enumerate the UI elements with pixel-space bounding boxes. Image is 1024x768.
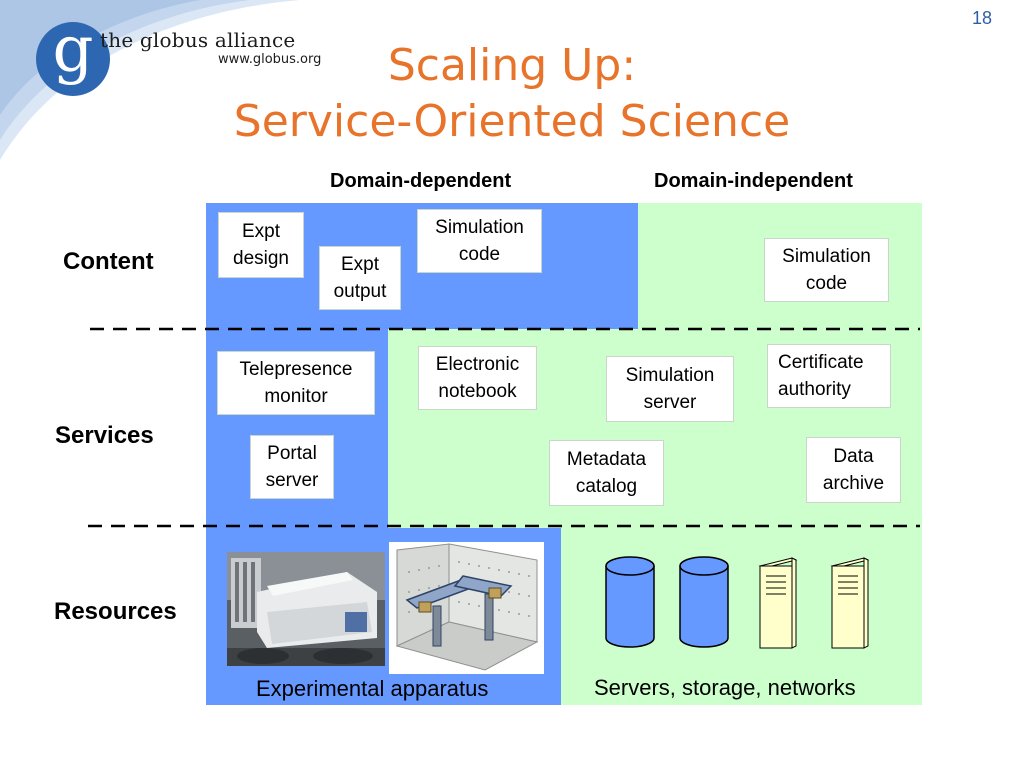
box-line: catalog: [575, 476, 638, 497]
box-expt-output: Expt output: [319, 246, 401, 310]
box-simulation-server: Simulation server: [606, 356, 734, 422]
box-line: notebook: [438, 381, 517, 402]
database-cylinder-icon: [679, 556, 729, 648]
box-line: Expt: [340, 254, 380, 275]
box-expt-design: Expt design: [218, 212, 304, 278]
lab-room-photo: [389, 542, 544, 674]
box-simulation-code-independent: Simulation code: [764, 238, 889, 302]
column-header-domain-independent: Domain-independent: [654, 170, 853, 192]
box-electronic-notebook: Electronic notebook: [418, 346, 537, 410]
database-cylinder-icon: [605, 556, 655, 648]
caption-servers-storage-networks: Servers, storage, networks: [594, 675, 856, 700]
box-line: Simulation: [782, 246, 871, 267]
box-metadata-catalog: Metadata catalog: [549, 440, 664, 506]
box-line: Portal: [267, 443, 317, 464]
server-tower-icon: [758, 557, 798, 649]
box-line: Simulation: [435, 217, 524, 238]
box-simulation-code-dependent: Simulation code: [417, 209, 542, 273]
title-line-2: Service-Oriented Science: [233, 96, 791, 147]
box-certificate-authority: Certificate authority: [767, 344, 891, 408]
slide-number: 18: [972, 8, 993, 28]
org-url: www.globus.org: [218, 52, 322, 67]
box-line: Simulation: [625, 365, 715, 386]
box-line: authority: [778, 379, 851, 400]
caption-experimental-apparatus: Experimental apparatus: [256, 676, 489, 701]
box-line: Certificate: [778, 352, 864, 373]
column-header-domain-dependent: Domain-dependent: [330, 170, 512, 192]
box-telepresence-monitor: Telepresence monitor: [217, 351, 375, 415]
box-line: Telepresence: [239, 359, 353, 380]
box-line: Data: [833, 446, 874, 467]
box-line: archive: [822, 473, 885, 494]
box-line: Expt: [241, 221, 281, 242]
storage-server-icons: [605, 556, 870, 649]
box-data-archive: Data archive: [806, 437, 901, 503]
box-line: code: [458, 244, 501, 265]
server-tower-icon: [830, 557, 870, 649]
apparatus-photo: [227, 552, 385, 666]
box-line: server: [643, 392, 697, 413]
box-line: code: [805, 273, 848, 294]
row-label-services: Services: [55, 422, 154, 449]
box-line: Metadata: [566, 449, 647, 470]
row-label-content: Content: [63, 248, 154, 275]
org-name: the globus alliance: [100, 28, 296, 52]
title-line-1: Scaling Up:: [387, 40, 637, 91]
box-line: Electronic: [435, 354, 520, 375]
globus-logo-icon: g: [36, 18, 110, 96]
box-line: design: [233, 248, 289, 269]
box-line: output: [333, 281, 387, 302]
box-portal-server: Portal server: [250, 435, 334, 499]
box-line: monitor: [264, 386, 328, 407]
box-line: server: [265, 470, 319, 491]
row-label-resources: Resources: [54, 598, 177, 625]
